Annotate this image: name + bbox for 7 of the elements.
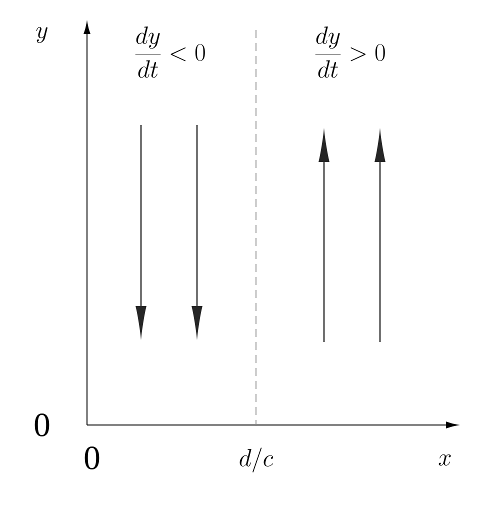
tick-label: $d/c$ (240, 448, 274, 472)
tick-label: 0 (84, 446, 100, 470)
formula: $\frac{dy}{dt}>0$ (315, 26, 385, 78)
axis-label: $x$ (438, 454, 451, 466)
formula: $\frac{dy}{dt}<0$ (135, 26, 205, 78)
tick-label: 0 (34, 414, 50, 436)
axis-label: $y$ (36, 27, 48, 43)
